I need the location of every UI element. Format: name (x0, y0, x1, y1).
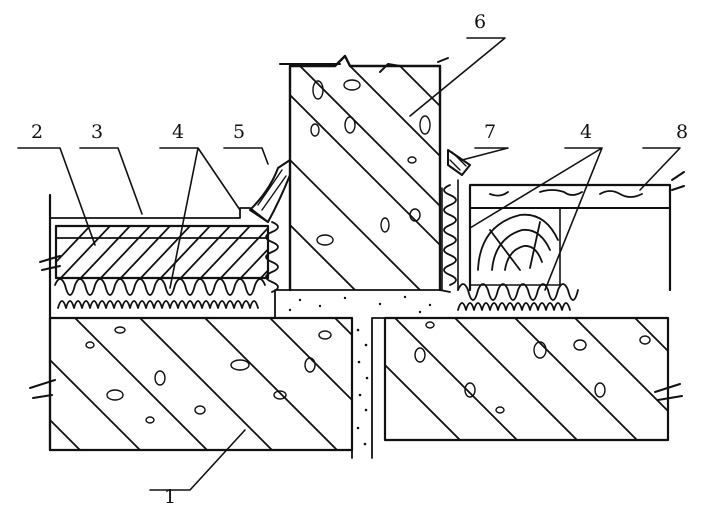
label-4-left: 4 (172, 121, 184, 143)
concrete-wall (279, 54, 449, 292)
label-8: 8 (676, 121, 688, 143)
wall-aggregate (310, 79, 431, 246)
tile-floor-left (39, 193, 270, 452)
base-slab-right (383, 316, 683, 442)
leader-lines (17, 37, 681, 491)
base-slab-left (29, 316, 354, 452)
labels: 2 3 4 5 6 7 4 8 1 (31, 11, 688, 508)
sealant-vertical-left (265, 221, 279, 293)
sealant-layer-left (54, 278, 266, 309)
label-4-right: 4 (580, 121, 592, 143)
label-1: 1 (164, 486, 176, 508)
sealant-vertical-right (441, 179, 459, 291)
slab-aggregate-left (85, 326, 332, 424)
label-5: 5 (233, 121, 245, 143)
sealant-layer-right (457, 283, 579, 311)
angle-flashing-left (249, 159, 291, 223)
label-6: 6 (474, 11, 486, 33)
label-7: 7 (484, 121, 496, 143)
label-2: 2 (31, 121, 43, 143)
slab-aggregate-right (414, 321, 651, 414)
grout-joint (288, 295, 432, 459)
wood-board-right (468, 171, 685, 292)
label-3: 3 (91, 121, 103, 143)
angle-flashing-right (447, 149, 471, 176)
